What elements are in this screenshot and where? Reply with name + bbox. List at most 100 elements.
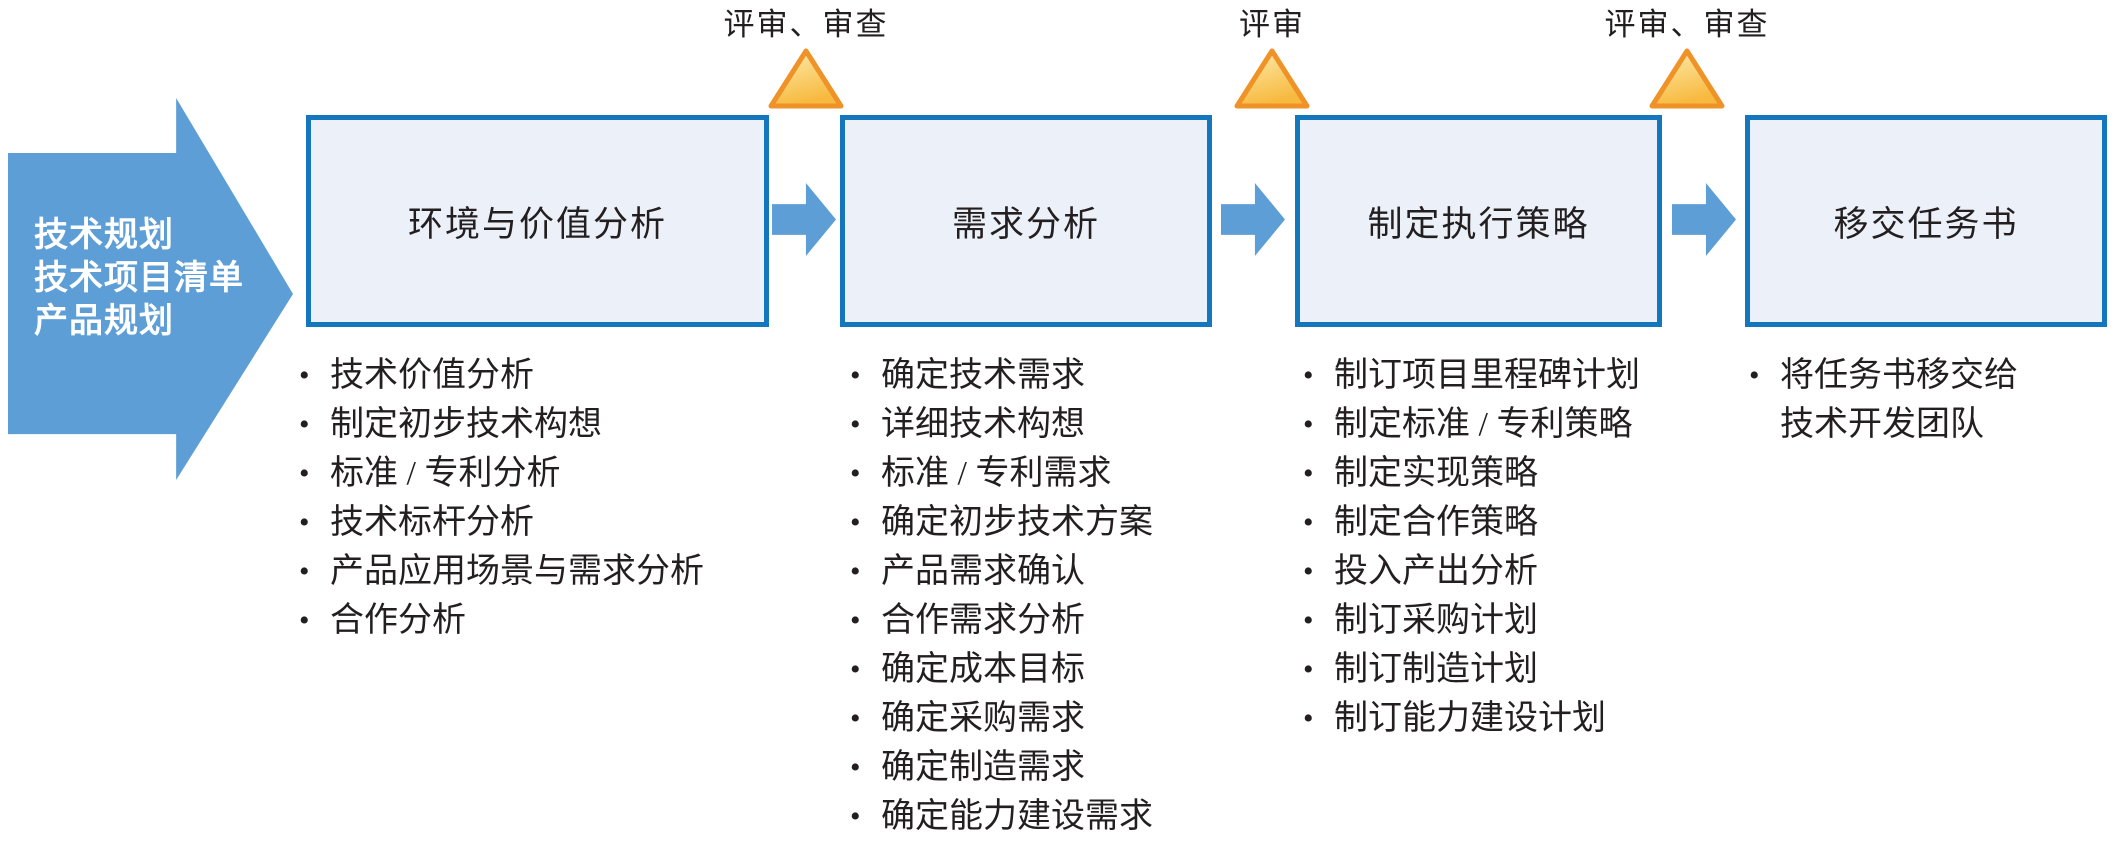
list-item-text: 制订能力建设计划: [1334, 700, 1606, 737]
bullet-icon: •: [850, 800, 861, 833]
bullet-icon: •: [1303, 555, 1314, 588]
source-arrow-labels: 技术规划 技术项目清单 产品规划: [34, 214, 244, 343]
stage-title: 环境与价值分析: [407, 204, 667, 244]
list-item-text: 确定采购需求: [881, 700, 1085, 737]
list-item: • 产品需求确认: [850, 547, 1153, 596]
task-list-requirements-analysis: • 确定技术需求 • 详细技术构想 • 标准 / 专利需求 • 确定初步技术方案 • 产品需求确认…: [850, 351, 1153, 841]
list-item: • 确定采购需求: [850, 694, 1153, 743]
list-item: • 投入产出分析: [1303, 547, 1640, 596]
list-item-text: 确定能力建设需求: [881, 798, 1153, 835]
list-item-text: 制订采购计划: [1334, 602, 1538, 639]
list-item: • 确定成本目标: [850, 645, 1153, 694]
list-item: • 制定标准 / 专利策略: [1303, 400, 1640, 449]
milestone-label: 评审、审查: [1604, 7, 1770, 42]
list-item: • 制订项目里程碑计划: [1303, 351, 1640, 400]
bullet-icon: •: [299, 506, 310, 539]
list-item-text: 确定技术需求: [881, 357, 1085, 394]
task-list-handover-charter: • 将任务书移交给技术开发团队: [1749, 351, 2018, 449]
list-item: • 制订采购计划: [1303, 596, 1640, 645]
list-item-text: 合作需求分析: [881, 602, 1085, 639]
milestone-triangle-icon: [1234, 48, 1310, 109]
source-label-project-list: 技术项目清单: [34, 259, 244, 297]
list-item: • 确定技术需求: [850, 351, 1153, 400]
bullet-icon: •: [299, 408, 310, 441]
milestone-label: 评审: [1239, 7, 1305, 42]
task-list-execution-strategy: •制订项目里程碑计划•制定标准 / 专利策略•制定实现策略•制定合作策略•投入产…: [1303, 351, 1640, 743]
right-arrow-icon: [772, 183, 836, 256]
list-item: • 将任务书移交给: [1749, 351, 2018, 400]
milestone-label: 评审、审查: [723, 7, 889, 42]
milestone-review-1: 评审、审查: [696, 4, 916, 114]
list-item: • 制定初步技术构想: [299, 400, 704, 449]
stage-title: 移交任务书: [1833, 204, 2019, 244]
list-item: • 制订能力建设计划: [1303, 694, 1640, 743]
bullet-icon: •: [1303, 702, 1314, 735]
list-item-text: 确定制造需求: [881, 749, 1085, 786]
list-item-text: 产品应用场景与需求分析: [330, 553, 704, 590]
milestone-triangle-icon: [768, 48, 844, 109]
stage-title: 需求分析: [951, 204, 1100, 244]
list-item-text: 投入产出分析: [1334, 553, 1538, 590]
bullet-icon: •: [850, 555, 861, 588]
list-item: • 技术标杆分析: [299, 498, 704, 547]
bullet-icon: •: [850, 359, 861, 392]
list-item: • 确定能力建设需求: [850, 792, 1153, 841]
stage-title: 制定执行策略: [1367, 204, 1590, 244]
milestone-review-2: 评审: [1162, 4, 1382, 114]
right-arrow-icon: [1672, 183, 1736, 256]
list-item: • 技术价值分析: [299, 351, 704, 400]
list-item-text: 将任务书移交给: [1780, 357, 2018, 394]
milestone-triangle-icon: [1649, 48, 1725, 109]
list-item-text: 制定实现策略: [1334, 455, 1538, 492]
list-item-text: 确定成本目标: [881, 651, 1085, 688]
milestone-review-3: 评审、审查: [1577, 4, 1797, 114]
bullet-icon: •: [850, 751, 861, 784]
list-item: • 详细技术构想: [850, 400, 1153, 449]
list-item: 技术开发团队: [1749, 400, 2018, 449]
list-item-text: 详细技术构想: [881, 406, 1085, 443]
list-item-text: 标准 / 专利分析: [330, 455, 561, 492]
bullet-icon: •: [1749, 359, 1760, 392]
list-item-text: 产品需求确认: [881, 553, 1085, 590]
bullet-icon: •: [850, 408, 861, 441]
bullet-icon: •: [1303, 408, 1314, 441]
bullet-icon: •: [1303, 653, 1314, 686]
bullet-icon: •: [1303, 506, 1314, 539]
list-item: •制定实现策略: [1303, 449, 1640, 498]
right-arrow-icon: [1221, 183, 1285, 256]
list-item-text: 制订项目里程碑计划: [1334, 357, 1640, 394]
list-item-text: 技术开发团队: [1780, 406, 1984, 443]
bullet-icon: •: [299, 457, 310, 490]
list-item-text: 标准 / 专利需求: [881, 455, 1112, 492]
bullet-icon: •: [1303, 604, 1314, 637]
list-item: • 合作分析: [299, 596, 704, 645]
bullet-icon: •: [850, 457, 861, 490]
list-item: • 标准 / 专利分析: [299, 449, 704, 498]
list-item: • 标准 / 专利需求: [850, 449, 1153, 498]
list-item: • 产品应用场景与需求分析: [299, 547, 704, 596]
bullet-icon: •: [299, 555, 310, 588]
bullet-icon: •: [850, 506, 861, 539]
bullet-icon: •: [299, 604, 310, 637]
list-item-text: 制定合作策略: [1334, 504, 1538, 541]
bullet-icon: •: [299, 359, 310, 392]
list-item-text: 制定初步技术构想: [330, 406, 602, 443]
list-item-text: 制定标准 / 专利策略: [1334, 406, 1633, 443]
bullet-icon: •: [850, 702, 861, 735]
stage-box-environment-value-analysis: 环境与价值分析: [306, 115, 769, 327]
list-item: • 确定制造需求: [850, 743, 1153, 792]
bullet-icon: •: [850, 604, 861, 637]
stage-box-execution-strategy: 制定执行策略: [1295, 115, 1662, 327]
list-item-text: 技术价值分析: [330, 357, 534, 394]
list-item: • 合作需求分析: [850, 596, 1153, 645]
list-item-text: 合作分析: [330, 602, 466, 639]
list-item-text: 确定初步技术方案: [881, 504, 1153, 541]
task-list-environment-value-analysis: • 技术价值分析 • 制定初步技术构想 • 标准 / 专利分析 • 技术标杆分析 • 产品应用场景…: [299, 351, 704, 645]
stage-box-requirements-analysis: 需求分析: [840, 115, 1212, 327]
list-item: •制订制造计划: [1303, 645, 1640, 694]
list-item-text: 技术标杆分析: [330, 504, 534, 541]
bullet-icon: •: [850, 653, 861, 686]
bullet-icon: •: [1303, 359, 1314, 392]
source-label-tech-planning: 技术规划: [34, 216, 174, 254]
